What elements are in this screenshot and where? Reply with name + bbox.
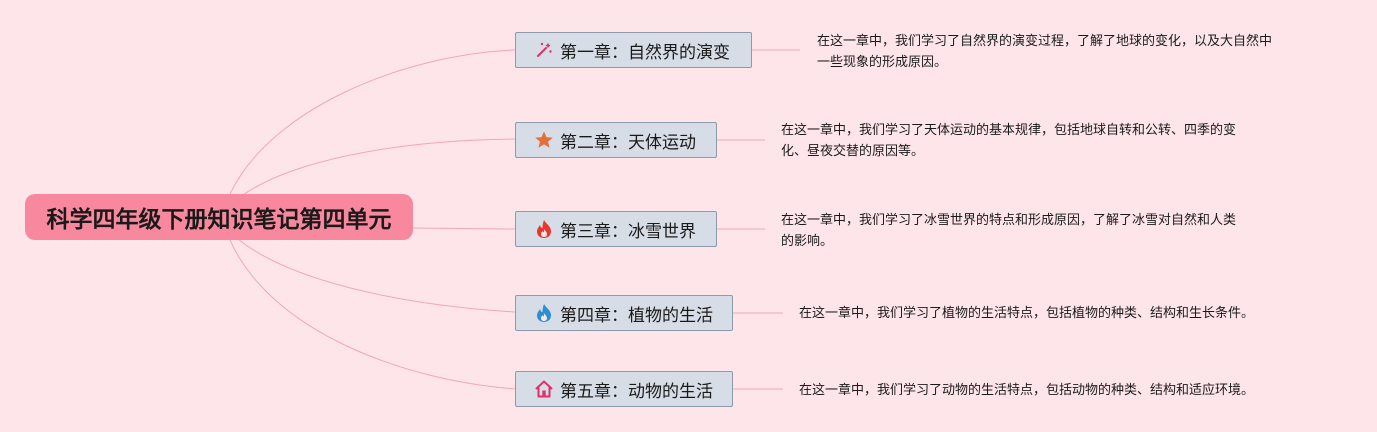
connector-root-ch4 xyxy=(229,231,516,313)
chapter-4-node[interactable]: 第四章：植物的生活 xyxy=(515,295,733,331)
chapter-3-note-line-2: 的影响。 xyxy=(781,234,834,249)
chapter-2-note-line-2: 化、昼夜交替的原因等。 xyxy=(781,144,925,159)
chapter-5-node[interactable]: 第五章：动物的生活 xyxy=(515,371,733,407)
chapter-5-note-line-1: 在这一章中，我们学习了动物的生活特点，包括动物的种类、结构和适应环境。 xyxy=(799,383,1255,398)
chapter-1-note: 在这一章中，我们学习了自然界的演变过程，了解了地球的变化，以及大自然中 一些现象… xyxy=(817,31,1272,73)
chapter-3-label: 第三章：冰雪世界 xyxy=(560,221,696,242)
chapter-2-label: 第二章：天体运动 xyxy=(560,132,696,153)
magic-wand-icon xyxy=(534,40,554,60)
chapter-1-note-line-1: 在这一章中，我们学习了自然界的演变过程，了解了地球的变化，以及大自然中 xyxy=(817,34,1273,49)
star-icon xyxy=(534,130,554,150)
connector-root-ch3 xyxy=(412,227,516,230)
chapter-4-note: 在这一章中，我们学习了植物的生活特点，包括植物的种类、结构和生长条件。 xyxy=(799,303,1254,324)
home-icon xyxy=(534,379,554,399)
chapter-1-node[interactable]: 第一章：自然界的演变 xyxy=(515,32,752,68)
chapter-3-note: 在这一章中，我们学习了冰雪世界的特点和形成原因，了解了冰雪对自然和人类 的影响。 xyxy=(781,210,1236,252)
root-topic[interactable]: 科学四年级下册知识笔记第四单元 xyxy=(25,194,413,240)
connector-root-ch2 xyxy=(229,138,516,206)
chapter-5-note: 在这一章中，我们学习了动物的生活特点，包括动物的种类、结构和适应环境。 xyxy=(799,380,1254,401)
chapter-2-note: 在这一章中，我们学习了天体运动的基本规律，包括地球自转和公转、四季的变 化、昼夜… xyxy=(781,120,1236,162)
chapter-4-note-line-1: 在这一章中，我们学习了植物的生活特点，包括植物的种类、结构和生长条件。 xyxy=(799,306,1255,321)
chapter-3-node[interactable]: 第三章：冰雪世界 xyxy=(515,211,717,247)
connector-root-ch1 xyxy=(229,49,516,195)
chapter-1-label: 第一章：自然界的演变 xyxy=(560,42,730,63)
chapter-4-label: 第四章：植物的生活 xyxy=(560,305,713,326)
chapter-5-label: 第五章：动物的生活 xyxy=(560,381,713,402)
fire-icon xyxy=(534,219,554,239)
chapter-1-note-line-2: 一些现象的形成原因。 xyxy=(817,55,948,70)
root-topic-title: 科学四年级下册知识笔记第四单元 xyxy=(46,207,392,233)
chapter-2-node[interactable]: 第二章：天体运动 xyxy=(515,122,717,158)
connector-root-ch5 xyxy=(229,239,516,390)
chapter-3-note-line-1: 在这一章中，我们学习了冰雪世界的特点和形成原因，了解了冰雪对自然和人类 xyxy=(781,213,1237,228)
chapter-2-note-line-1: 在这一章中，我们学习了天体运动的基本规律，包括地球自转和公转、四季的变 xyxy=(781,123,1237,138)
water-flame-icon xyxy=(534,303,554,323)
